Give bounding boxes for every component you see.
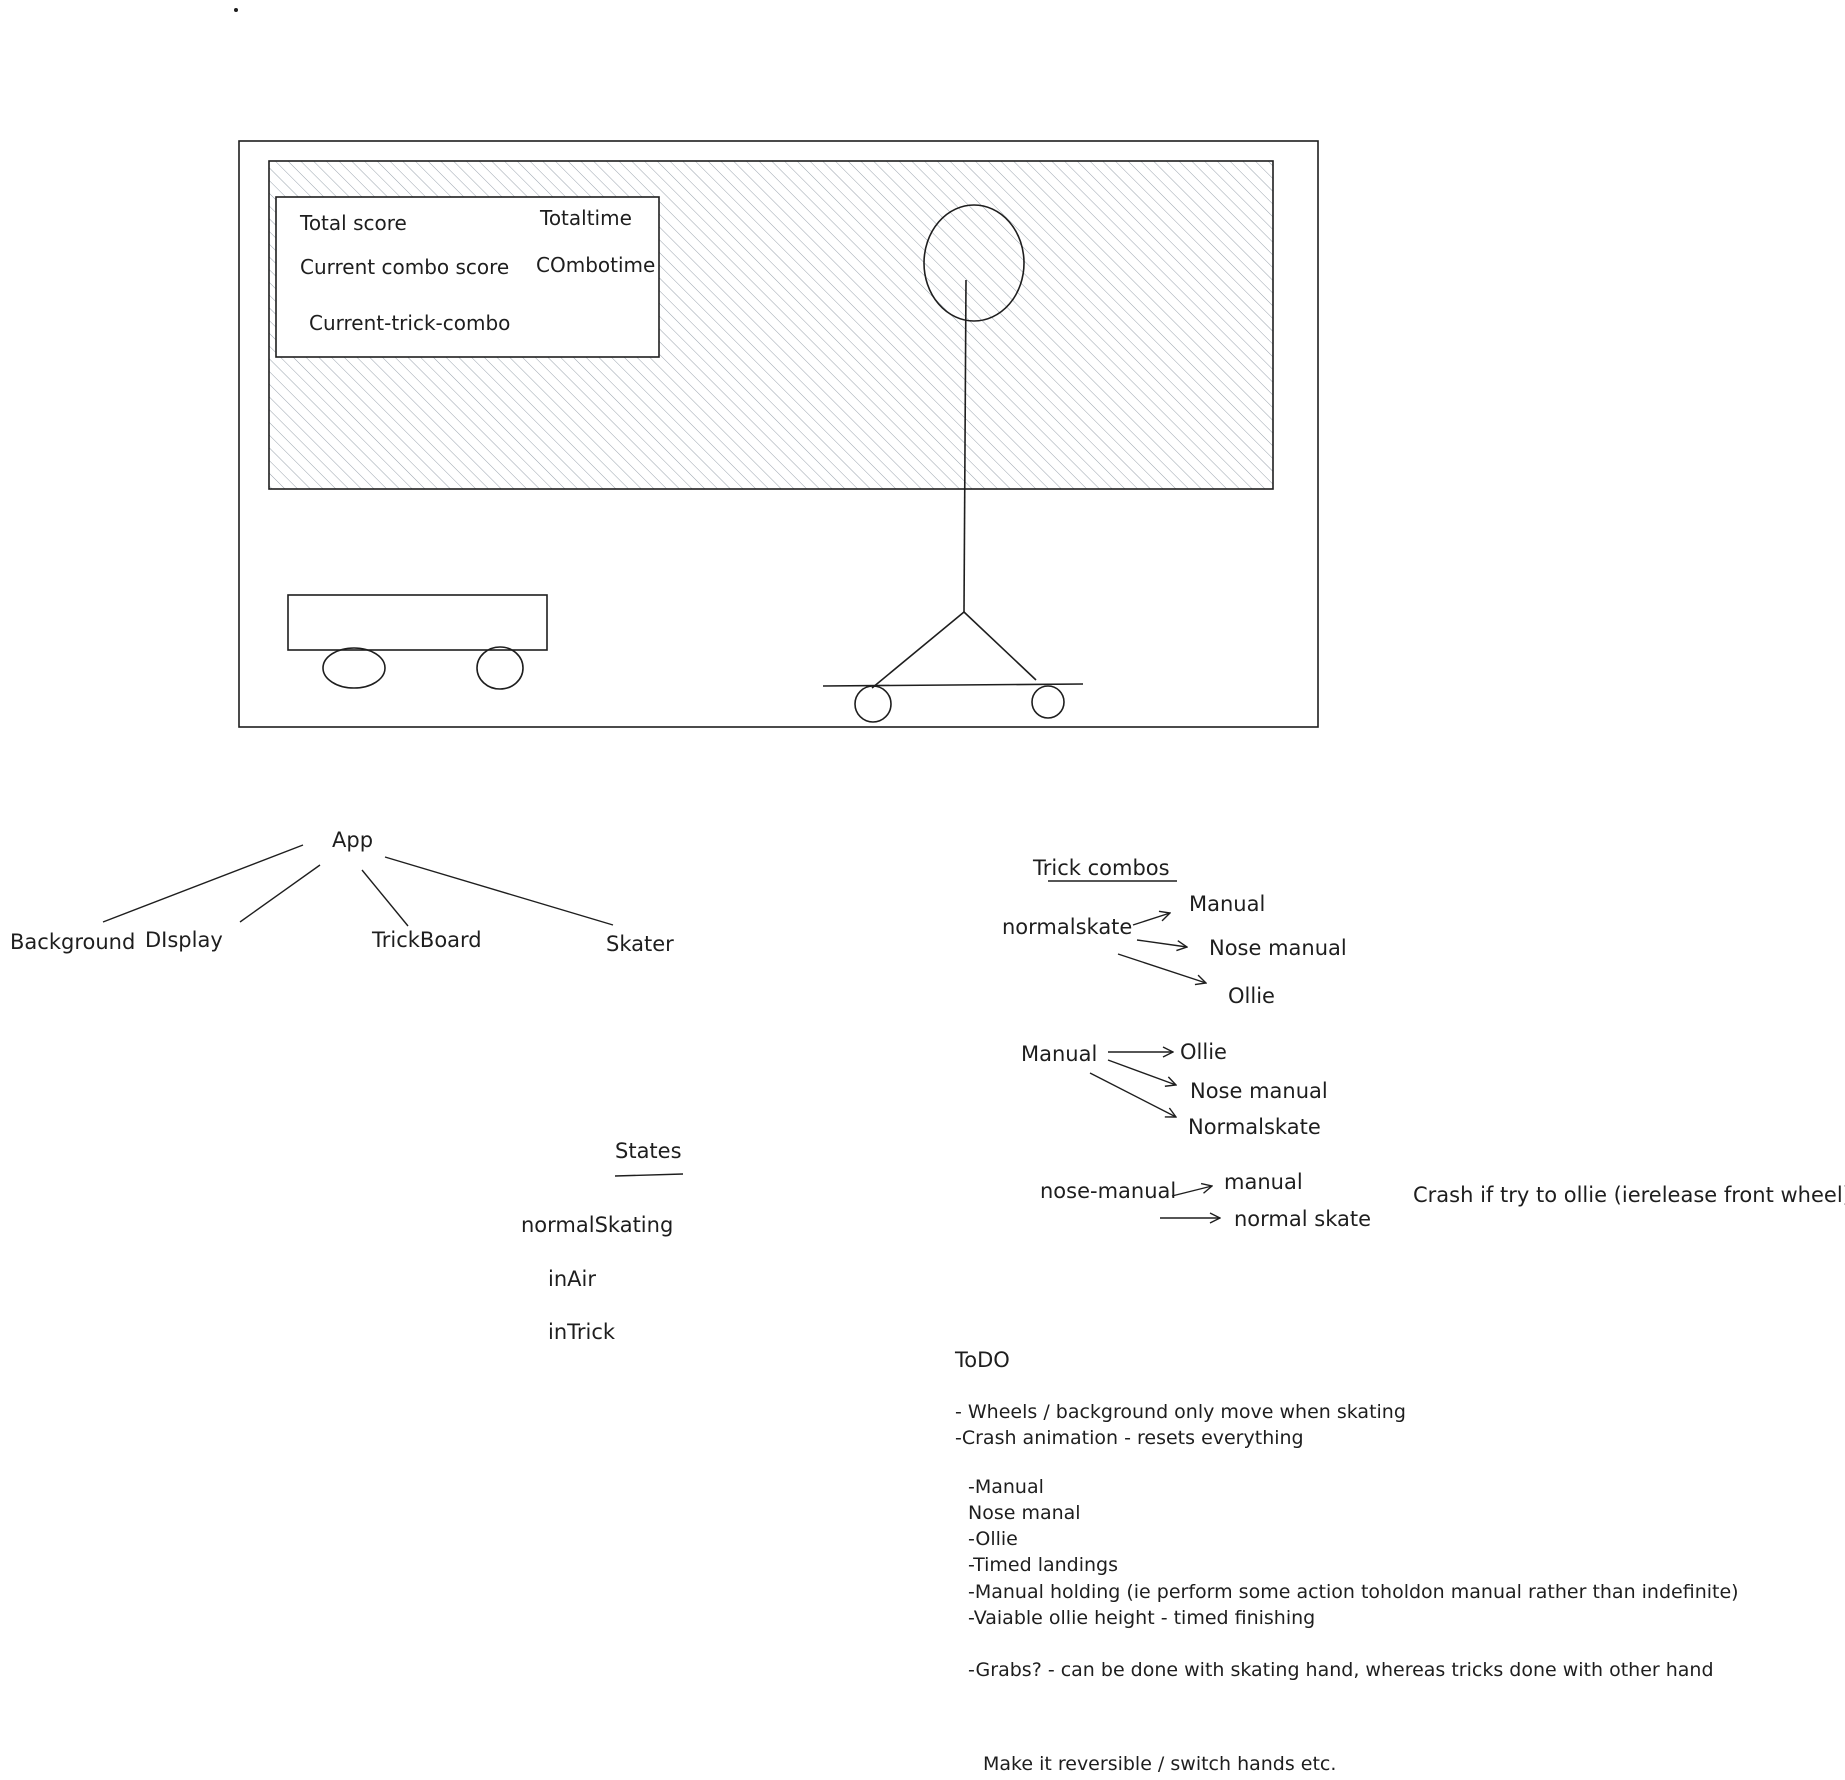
hud-total-time: Totaltime	[540, 206, 632, 230]
skater-drawing	[822, 204, 1084, 723]
todo-item: -Manual	[968, 1476, 1044, 1498]
combo-target: manual	[1224, 1170, 1303, 1194]
arrow-manual-normalskate	[1089, 1072, 1176, 1117]
combo-target: Nose manual	[1190, 1079, 1328, 1103]
todo-item: -Timed landings	[968, 1554, 1119, 1576]
combos-title: Trick combos	[1033, 856, 1170, 880]
game-screen-mockup	[238, 140, 1319, 728]
combo-from-normalskate: normalskate	[1002, 915, 1133, 939]
combo-arrows	[1089, 913, 1220, 1218]
arrow-normalskate-ollie	[1117, 953, 1206, 983]
tree-node-background: Background	[10, 930, 136, 954]
stray-dot	[234, 8, 238, 12]
todo-item: -Vaiable ollie height - timed finishing	[968, 1607, 1316, 1629]
trickboard-drawing	[287, 594, 548, 690]
hud-box	[275, 196, 660, 358]
edge-app-skater	[384, 856, 614, 926]
edge-app-display	[239, 864, 321, 923]
combo-note: Crash if try to ollie (ierelease front w…	[1413, 1183, 1845, 1207]
state-item: inTrick	[548, 1320, 616, 1344]
combo-target: normal skate	[1234, 1207, 1372, 1231]
skater-leg-left	[871, 611, 965, 689]
arrow-normalskate-nosemanual	[1136, 939, 1187, 947]
todo-title: ToDO	[955, 1348, 1010, 1372]
skateboard-wheel-right	[1031, 685, 1065, 719]
combo-target: Ollie	[1228, 984, 1275, 1008]
trickboard-wheel-right	[476, 646, 524, 690]
hud-total-score: Total score	[300, 211, 407, 235]
app-tree-edges	[102, 844, 614, 927]
todo-item: Make it reversible / switch hands etc.	[983, 1753, 1337, 1775]
todo-item: Nose manal	[968, 1502, 1081, 1524]
todo-item: -Grabs? - can be done with skating hand,…	[968, 1659, 1714, 1681]
trickboard-wheel-left	[322, 647, 386, 689]
todo-item: -Ollie	[968, 1528, 1018, 1550]
todo-item: - Wheels / background only move when ska…	[955, 1401, 1406, 1423]
state-item: inAir	[548, 1267, 596, 1291]
hud-combo-score: Current combo score	[300, 255, 510, 279]
skater-body	[963, 279, 967, 613]
tree-root-app: App	[332, 828, 374, 852]
screen-frame	[238, 140, 1319, 728]
arrow-nosemanual-manual	[1171, 1186, 1212, 1197]
tree-node-display: DIsplay	[145, 928, 223, 952]
todo-item: -Crash animation - resets everything	[955, 1427, 1304, 1449]
combo-from-nose-manual: nose-manual	[1040, 1179, 1177, 1203]
skateboard-wheel-left	[854, 685, 892, 723]
tree-node-trickboard: TrickBoard	[372, 928, 482, 952]
arrow-manual-nosemanual	[1107, 1059, 1176, 1085]
states-underline	[614, 1173, 684, 1177]
hud-trick-combo: Current-trick-combo	[309, 311, 511, 335]
combo-target: Nose manual	[1209, 936, 1347, 960]
edge-app-background	[102, 844, 304, 923]
combo-target: Manual	[1189, 892, 1266, 916]
combo-from-manual: Manual	[1021, 1042, 1098, 1066]
tree-node-skater: Skater	[606, 932, 674, 956]
hud-combo-time: COmbotime	[536, 253, 656, 277]
state-item: normalSkating	[521, 1213, 674, 1237]
skater-head	[923, 204, 1025, 322]
skater-leg-right	[963, 611, 1037, 681]
skateboard-deck	[822, 683, 1084, 687]
combo-target: Ollie	[1180, 1040, 1227, 1064]
edge-app-trickboard	[361, 869, 409, 927]
states-title: States	[615, 1139, 682, 1163]
todo-item: -Manual holding (ie perform some action …	[968, 1581, 1739, 1603]
trickboard-deck	[287, 594, 548, 651]
combo-target: Normalskate	[1188, 1115, 1321, 1139]
arrow-normalskate-manual	[1132, 913, 1170, 926]
